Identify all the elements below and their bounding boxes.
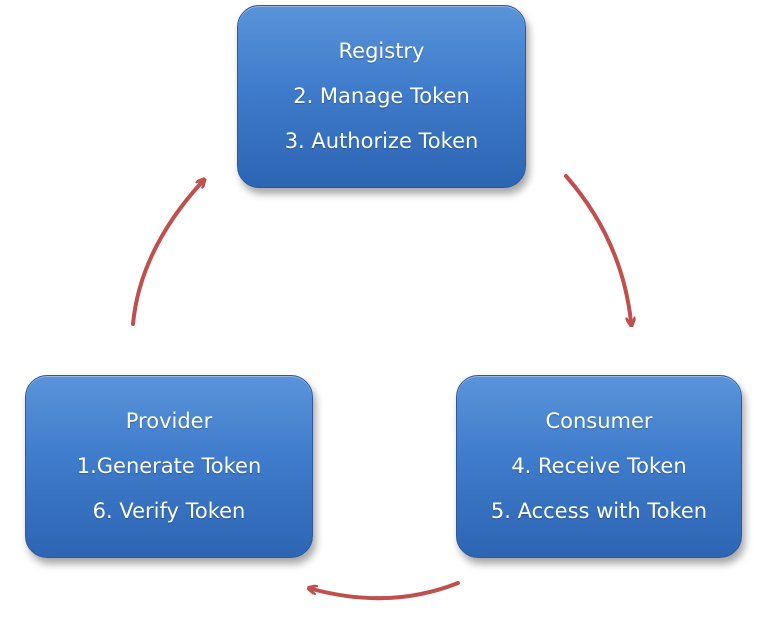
registry-step-manage-token: 2. Manage Token	[293, 84, 470, 108]
arrow-provider-to-registry	[131, 182, 202, 326]
consumer-title: Consumer	[545, 409, 653, 433]
registry-box: Registry 2. Manage Token 3. Authorize To…	[237, 5, 526, 188]
registry-step-authorize-token: 3. Authorize Token	[284, 129, 479, 153]
provider-step-generate-token: 1.Generate Token	[76, 454, 262, 478]
consumer-step-access-with-token: 5. Access with Token	[490, 499, 708, 523]
provider-box: Provider 1.Generate Token 6. Verify Toke…	[25, 375, 313, 558]
registry-title: Registry	[338, 39, 425, 63]
consumer-box: Consumer 4. Receive Token 5. Access with…	[456, 375, 742, 558]
arrow-consumer-to-provider	[312, 581, 460, 601]
provider-title: Provider	[125, 409, 213, 433]
arrow-registry-to-consumer	[564, 174, 631, 322]
consumer-step-receive-token: 4. Receive Token	[511, 454, 687, 478]
provider-step-verify-token: 6. Verify Token	[92, 499, 246, 523]
